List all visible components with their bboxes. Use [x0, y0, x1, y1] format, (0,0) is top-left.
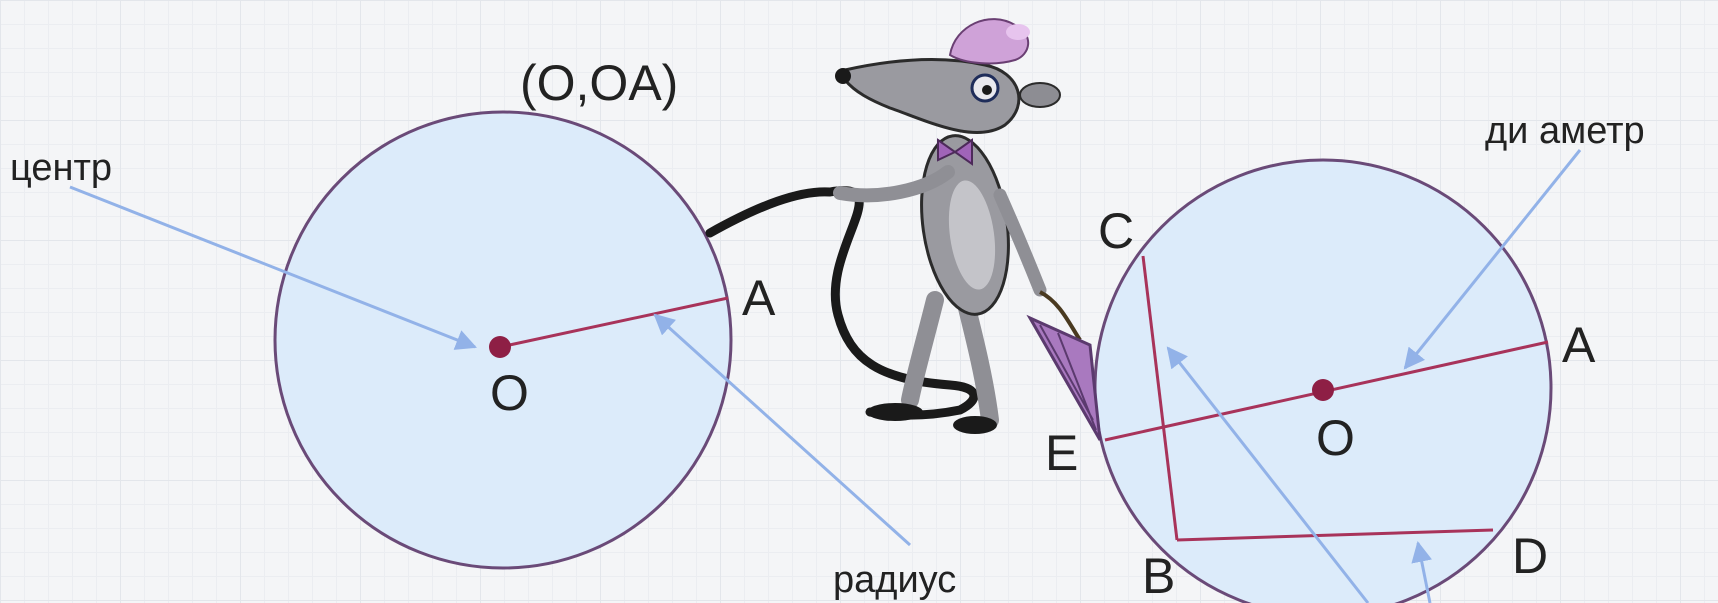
left-point-a-label: A — [742, 270, 776, 326]
radius-pointer-arrow — [653, 313, 912, 547]
right-center-point — [1312, 379, 1334, 401]
diameter-pointer-arrow — [1403, 149, 1582, 370]
diameter-caption: ди аметр — [1485, 110, 1645, 152]
mouse-with-umbrella-icon — [705, 18, 1102, 441]
center-caption: центр — [10, 147, 112, 189]
radius-caption: радиус — [833, 559, 956, 601]
point-b-label: B — [1142, 548, 1175, 603]
point-d-label: D — [1512, 528, 1548, 584]
left-center-label: O — [490, 365, 529, 421]
center-pointer-arrow — [69, 185, 477, 350]
point-a-label: A — [1562, 317, 1596, 373]
right-center-label: O — [1316, 410, 1355, 466]
chord-bd — [1176, 528, 1494, 542]
chord-cb — [1141, 255, 1179, 541]
left-center-point — [489, 336, 511, 358]
circle-notation: (O,OA) — [520, 55, 678, 111]
left-radius-segment — [499, 296, 729, 349]
point-e-label: E — [1045, 425, 1078, 481]
point-c-label: C — [1098, 203, 1134, 259]
chord-cb-pointer-arrow — [1166, 346, 1370, 603]
chord-bd-pointer-arrow — [1411, 540, 1433, 603]
